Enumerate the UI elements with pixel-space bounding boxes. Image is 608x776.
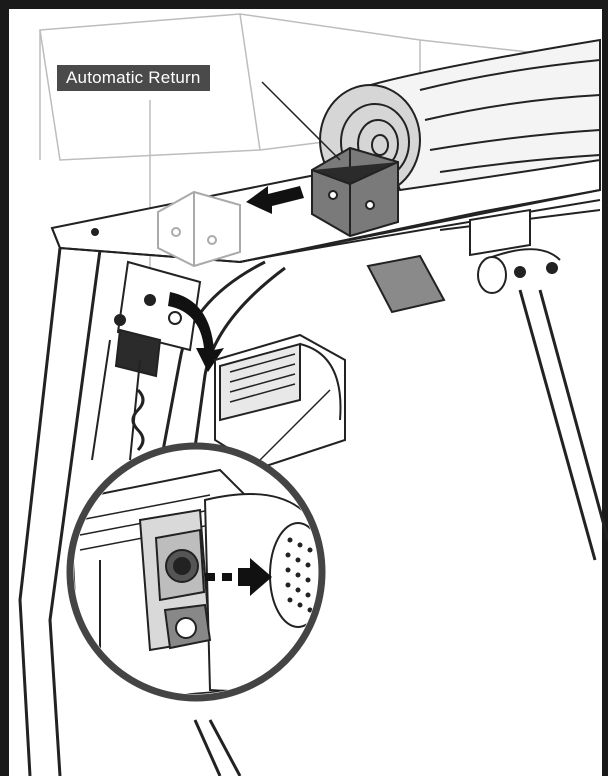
control-box [92,262,200,460]
detail-magnifier [70,446,330,700]
motor-housing [215,335,345,468]
callout-automatic-return: Automatic Return [57,65,210,91]
ghost-pusher [158,192,240,266]
guide-bracket [368,256,444,312]
